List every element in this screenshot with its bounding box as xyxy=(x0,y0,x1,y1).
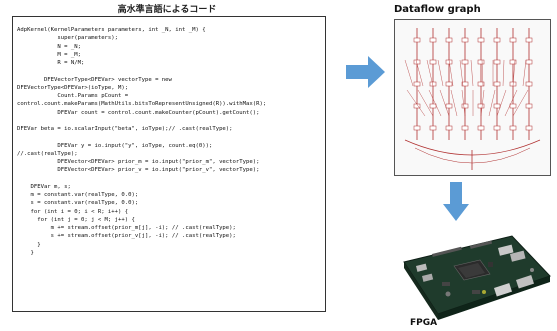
code-line: for (int i = 0; i < R; i++) { xyxy=(17,208,129,215)
code-line: control.count.makeParams(MathUtils.bitsT… xyxy=(17,101,267,108)
code-line: s = constant.var(realType, 0.0); xyxy=(17,200,139,207)
code-panel: AdpKernel(KernelParameters parameters, i… xyxy=(12,16,326,312)
code-line: DFEVar beta = io.scalarInput("beta", ioT… xyxy=(17,126,233,132)
code-line: DFEVar y = io.input("y", ioType, count.e… xyxy=(17,142,213,149)
code-line: N = _N; xyxy=(17,43,81,50)
code-line: m += stream.offset(prior_m[j], -i); // .… xyxy=(17,225,236,231)
code-line: DFEVector<DFEVar> prior_v = io.input("pr… xyxy=(17,167,260,174)
code-line: DFEVar m, s; xyxy=(17,183,71,190)
code-line: DFEVectorType<DFEVar> vectorType = new xyxy=(17,76,172,83)
code-line: DFEVectorType<DFEVar>(ioType, M); xyxy=(17,84,129,91)
code-line: s += stream.offset(prior_v[j], -i); // .… xyxy=(17,233,236,240)
code-line: m = constant.var(realType, 0.0); xyxy=(17,192,139,198)
code-line: //.cast(realType); xyxy=(17,150,78,157)
dataflow-title: Dataflow graph xyxy=(394,4,481,15)
code-line: Count.Params pCount = xyxy=(17,93,129,99)
right-arrow-icon xyxy=(346,56,385,88)
dataflow-graph-image xyxy=(404,28,541,170)
fpga-label: FPGA xyxy=(410,318,438,328)
code-line: DFEVector<DFEVar> prior_m = io.input("pr… xyxy=(17,159,260,165)
code-line: } xyxy=(17,249,34,256)
fpga-board-image xyxy=(403,235,551,320)
code-line: R = N/M; xyxy=(17,60,85,66)
code-line: for (int j = 0; j < M; j++) { xyxy=(17,216,135,223)
dataflow-graph xyxy=(394,19,551,176)
down-arrow-icon xyxy=(443,182,469,221)
code-line: super(parameters); xyxy=(17,35,119,42)
code-line: M = _M; xyxy=(17,51,81,58)
code-panel-title: 高水準言語によるコード xyxy=(117,5,217,15)
code-line: } xyxy=(17,241,41,248)
code-line: DFEVar count = control.count.makeCounter… xyxy=(17,109,260,116)
code-listing: AdpKernel(KernelParameters parameters, i… xyxy=(17,26,266,257)
code-line: AdpKernel(KernelParameters parameters, i… xyxy=(17,27,206,33)
